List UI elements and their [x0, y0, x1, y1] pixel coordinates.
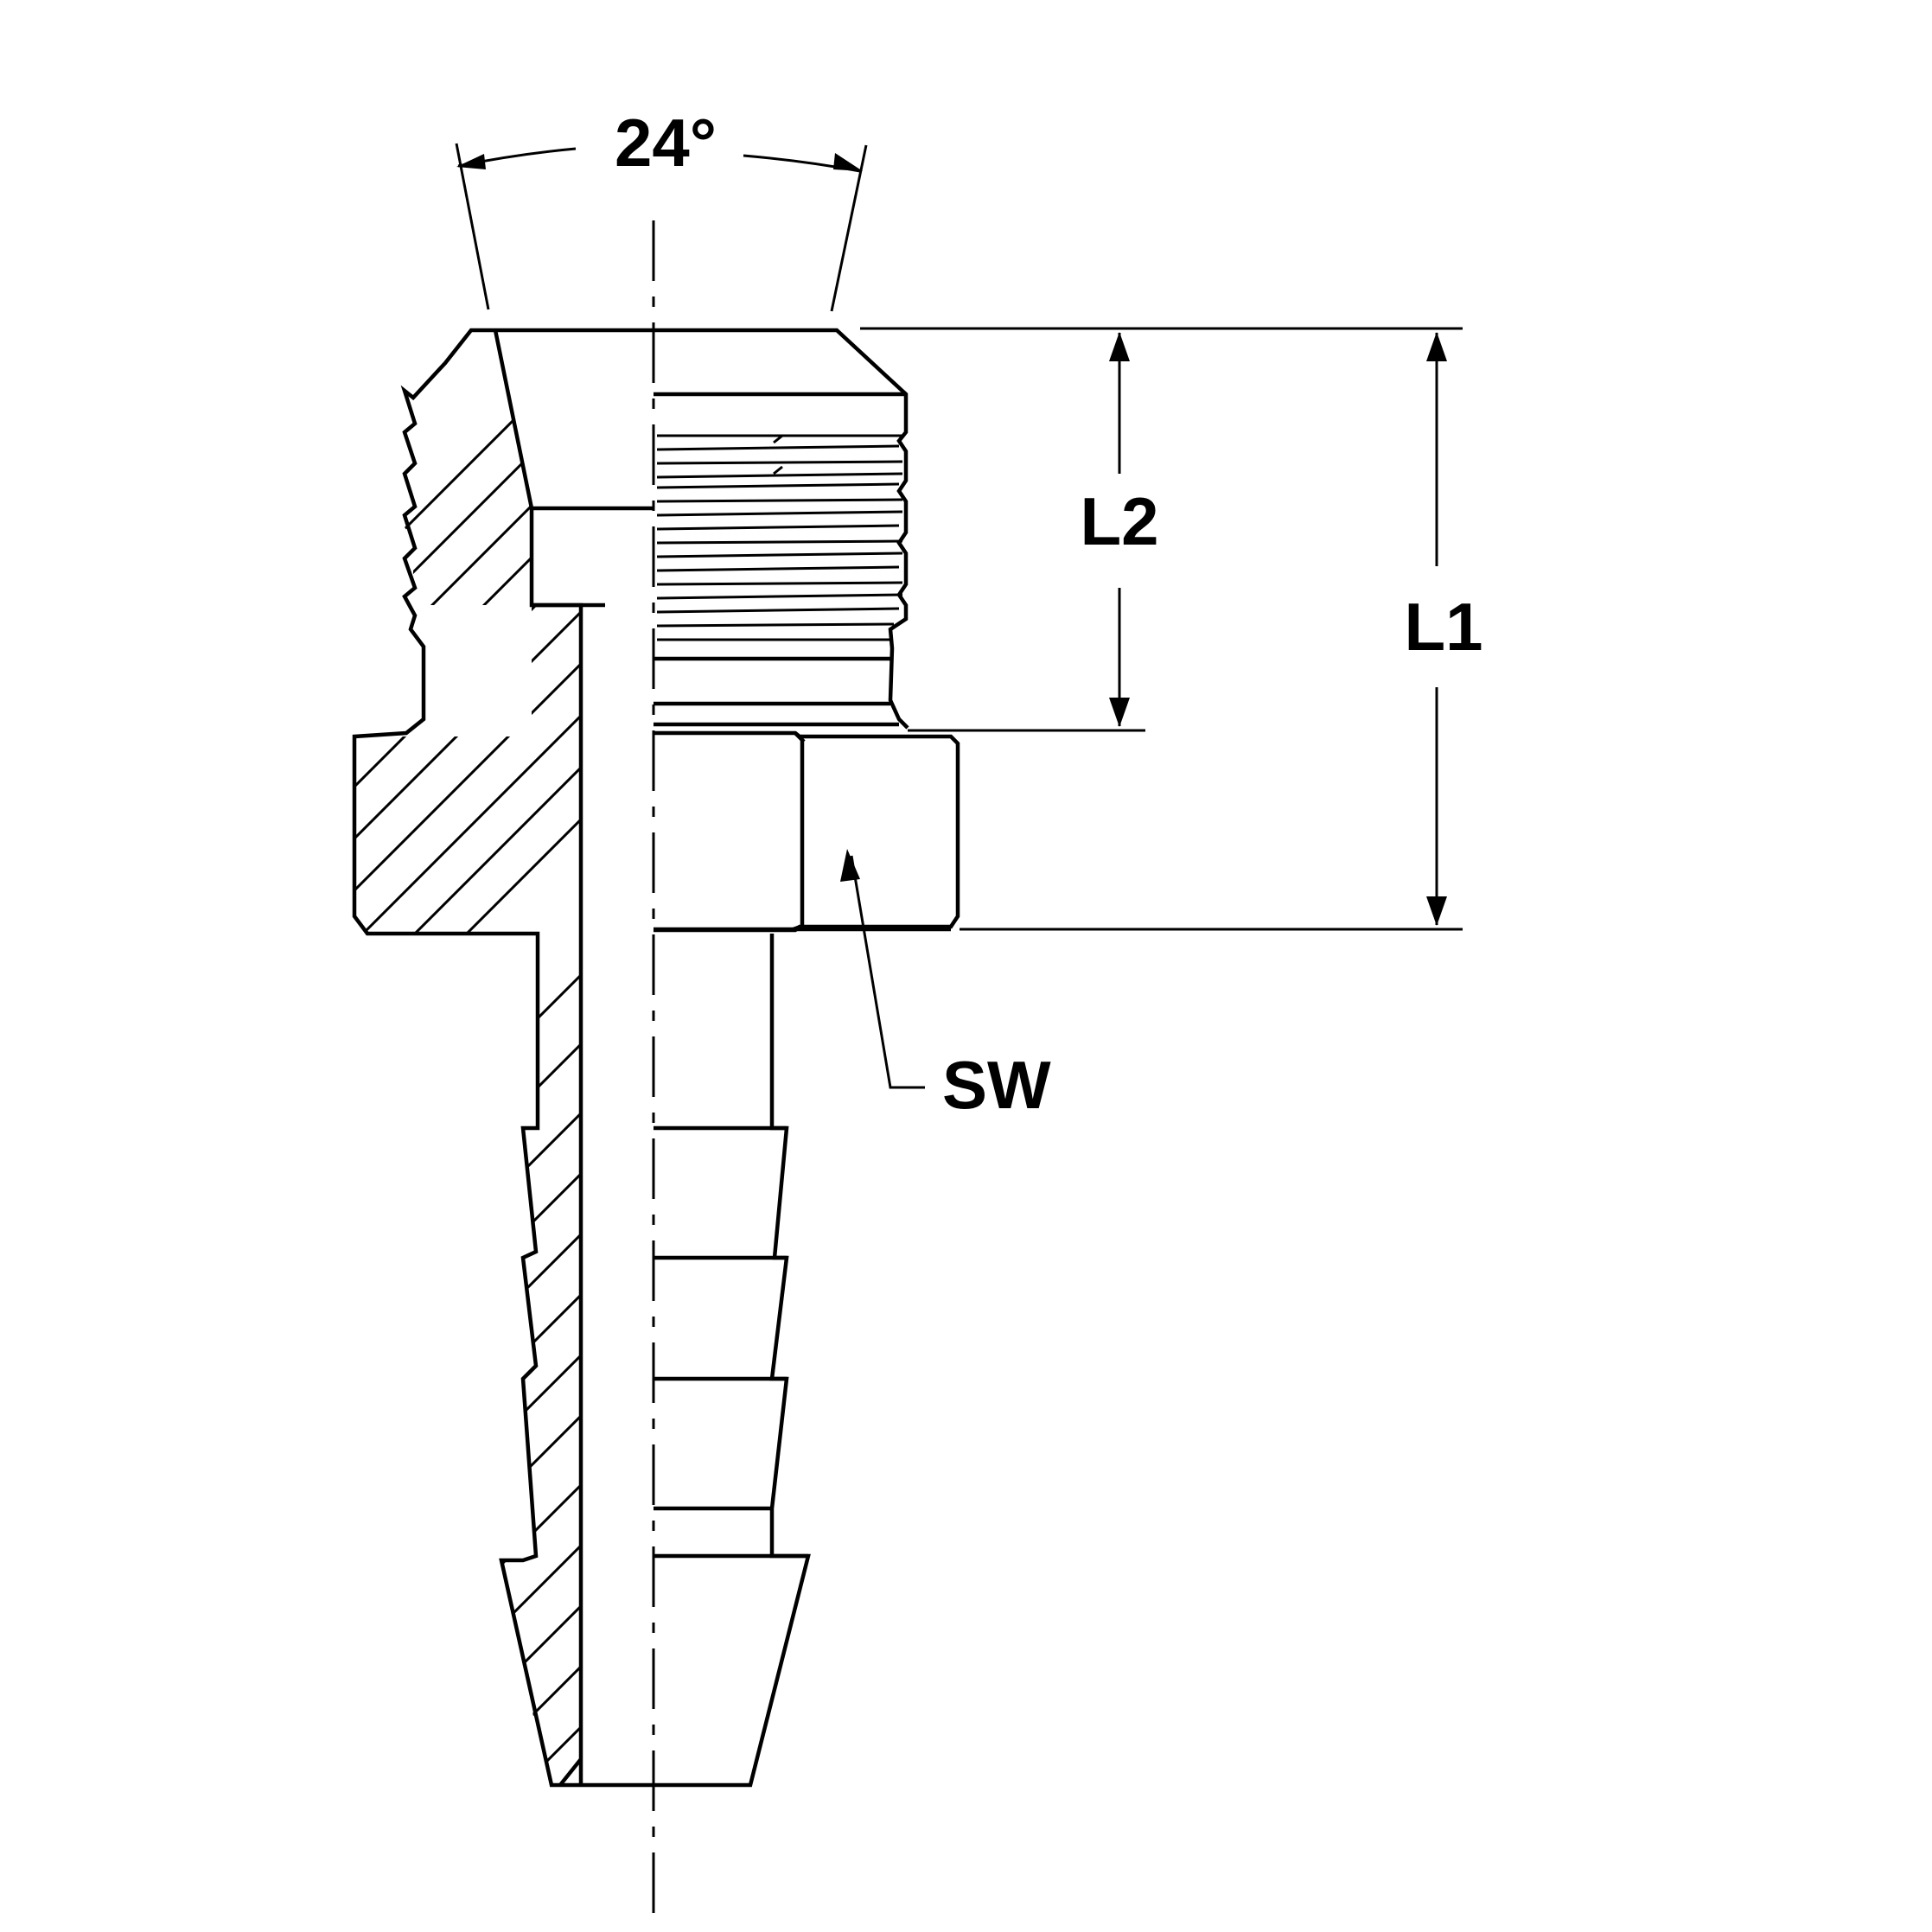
sw-label: SW	[942, 1047, 1051, 1123]
section-hatching	[405, 330, 532, 605]
l2-dimension: L2	[860, 327, 1463, 732]
thread-lines	[656, 434, 903, 641]
l1-label: L1	[1404, 589, 1482, 665]
angle-label: 24°	[615, 105, 717, 181]
barb-outline	[654, 934, 811, 1788]
l2-label: L2	[1080, 483, 1158, 559]
external-view	[654, 328, 960, 1788]
section-view	[352, 328, 654, 1788]
l1-dimension: L1	[960, 332, 1483, 931]
section-outline	[352, 328, 654, 1788]
thread-outline	[654, 328, 909, 730]
hex-nut	[654, 730, 960, 933]
angle-dimension: 24°	[455, 105, 868, 312]
sw-leader: SW	[840, 849, 1051, 1123]
